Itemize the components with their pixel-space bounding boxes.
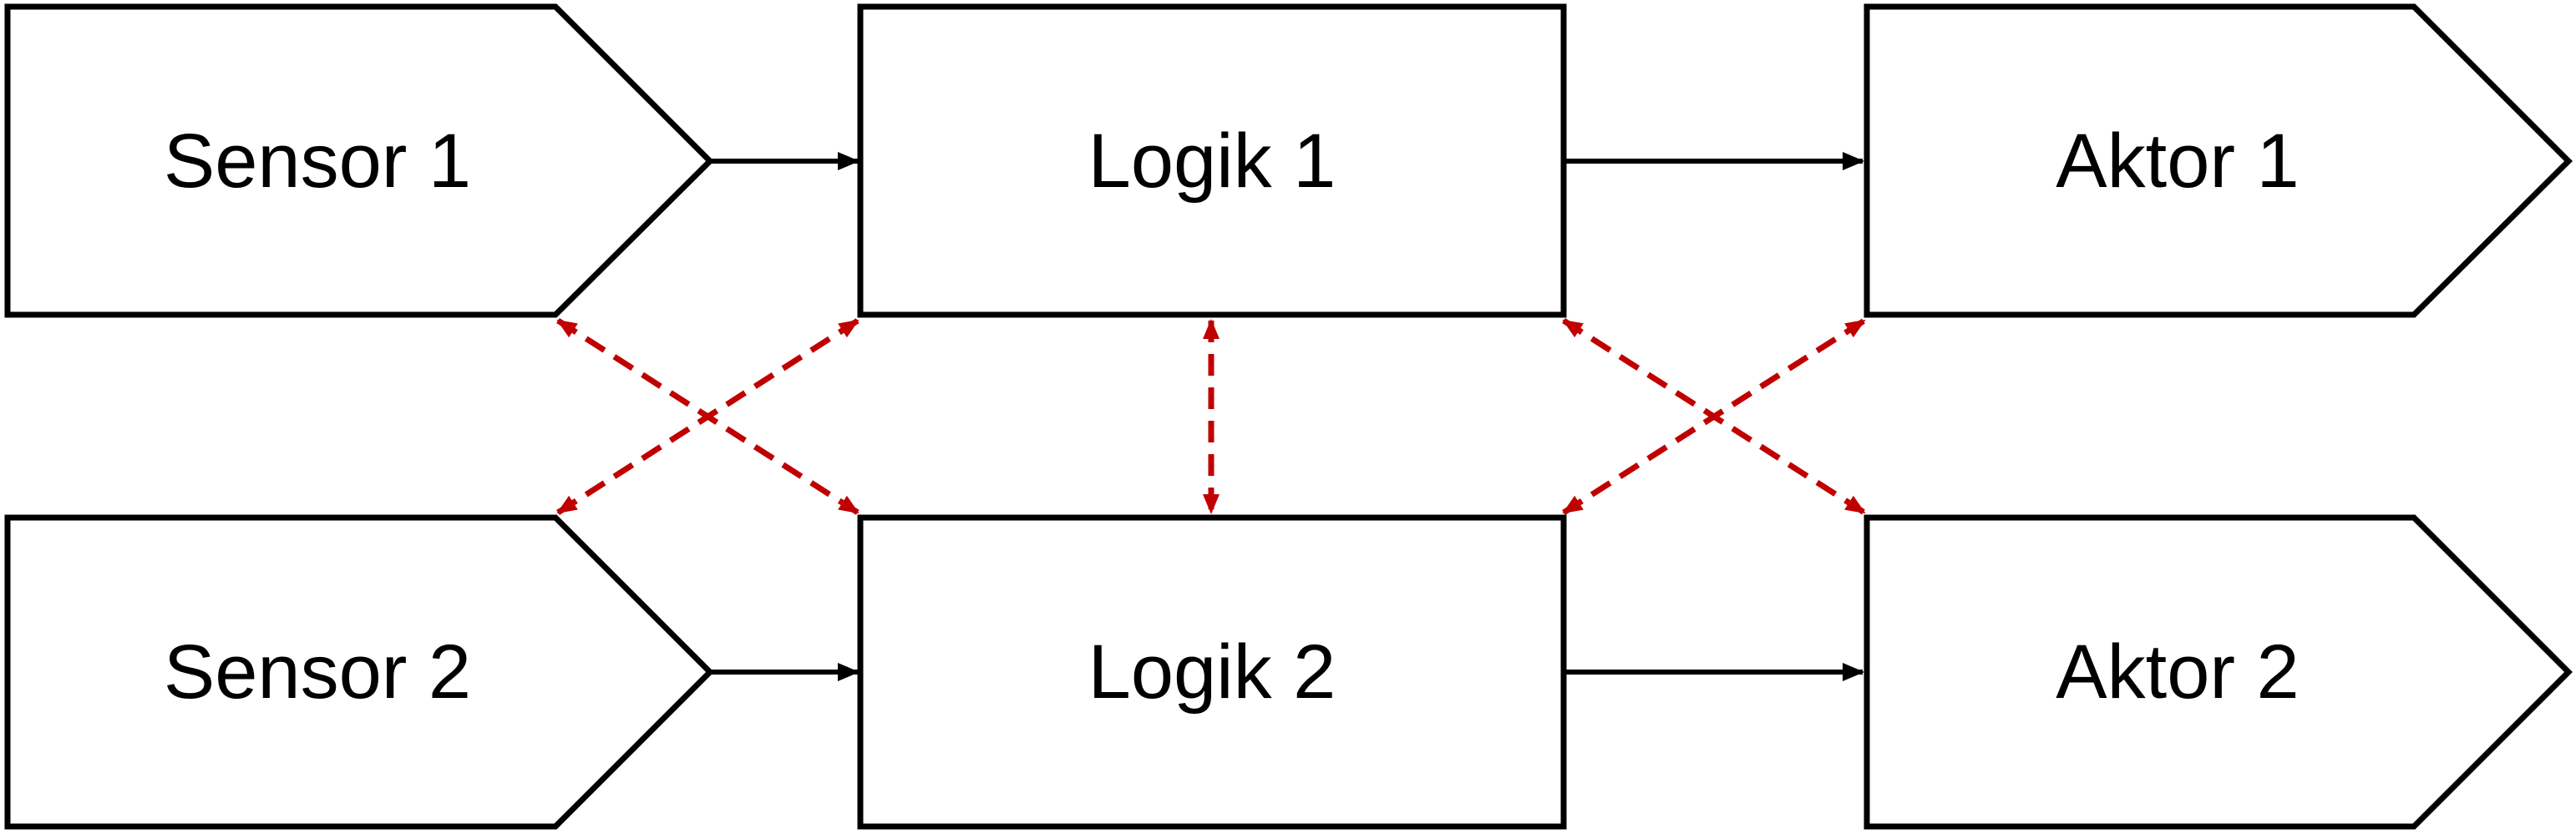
aktor-1-label: Aktor 1 (2056, 119, 2299, 204)
node-sensor-1: Sensor 1 (4, 3, 714, 318)
node-aktor-2: Aktor 2 (1864, 514, 2573, 830)
logik-1-shape (857, 3, 1567, 318)
logik-2-shape (857, 514, 1567, 830)
aktor-1-shape (1864, 3, 2573, 318)
sensor-2-shape (4, 514, 714, 830)
aktor-2-shape (1864, 514, 2573, 830)
aktor-2-label: Aktor 2 (2056, 629, 2299, 715)
node-logik-2: Logik 2 (857, 514, 1567, 830)
node-sensor-2: Sensor 2 (4, 514, 714, 830)
edge-logik2-aktor1 (1562, 318, 1866, 515)
edge-sensor2-logik1 (556, 318, 860, 515)
sensor-2-label: Sensor 2 (164, 629, 471, 715)
dashed-connectors (556, 318, 1866, 515)
node-logik-1: Logik 1 (857, 3, 1567, 318)
sensor-1-label: Sensor 1 (164, 119, 471, 204)
logik-2-label: Logik 2 (1088, 629, 1336, 715)
logik-1-label: Logik 1 (1088, 119, 1336, 204)
node-aktor-1: Aktor 1 (1864, 3, 2573, 318)
sensor-1-shape (4, 3, 714, 318)
solid-connectors (710, 152, 1864, 681)
